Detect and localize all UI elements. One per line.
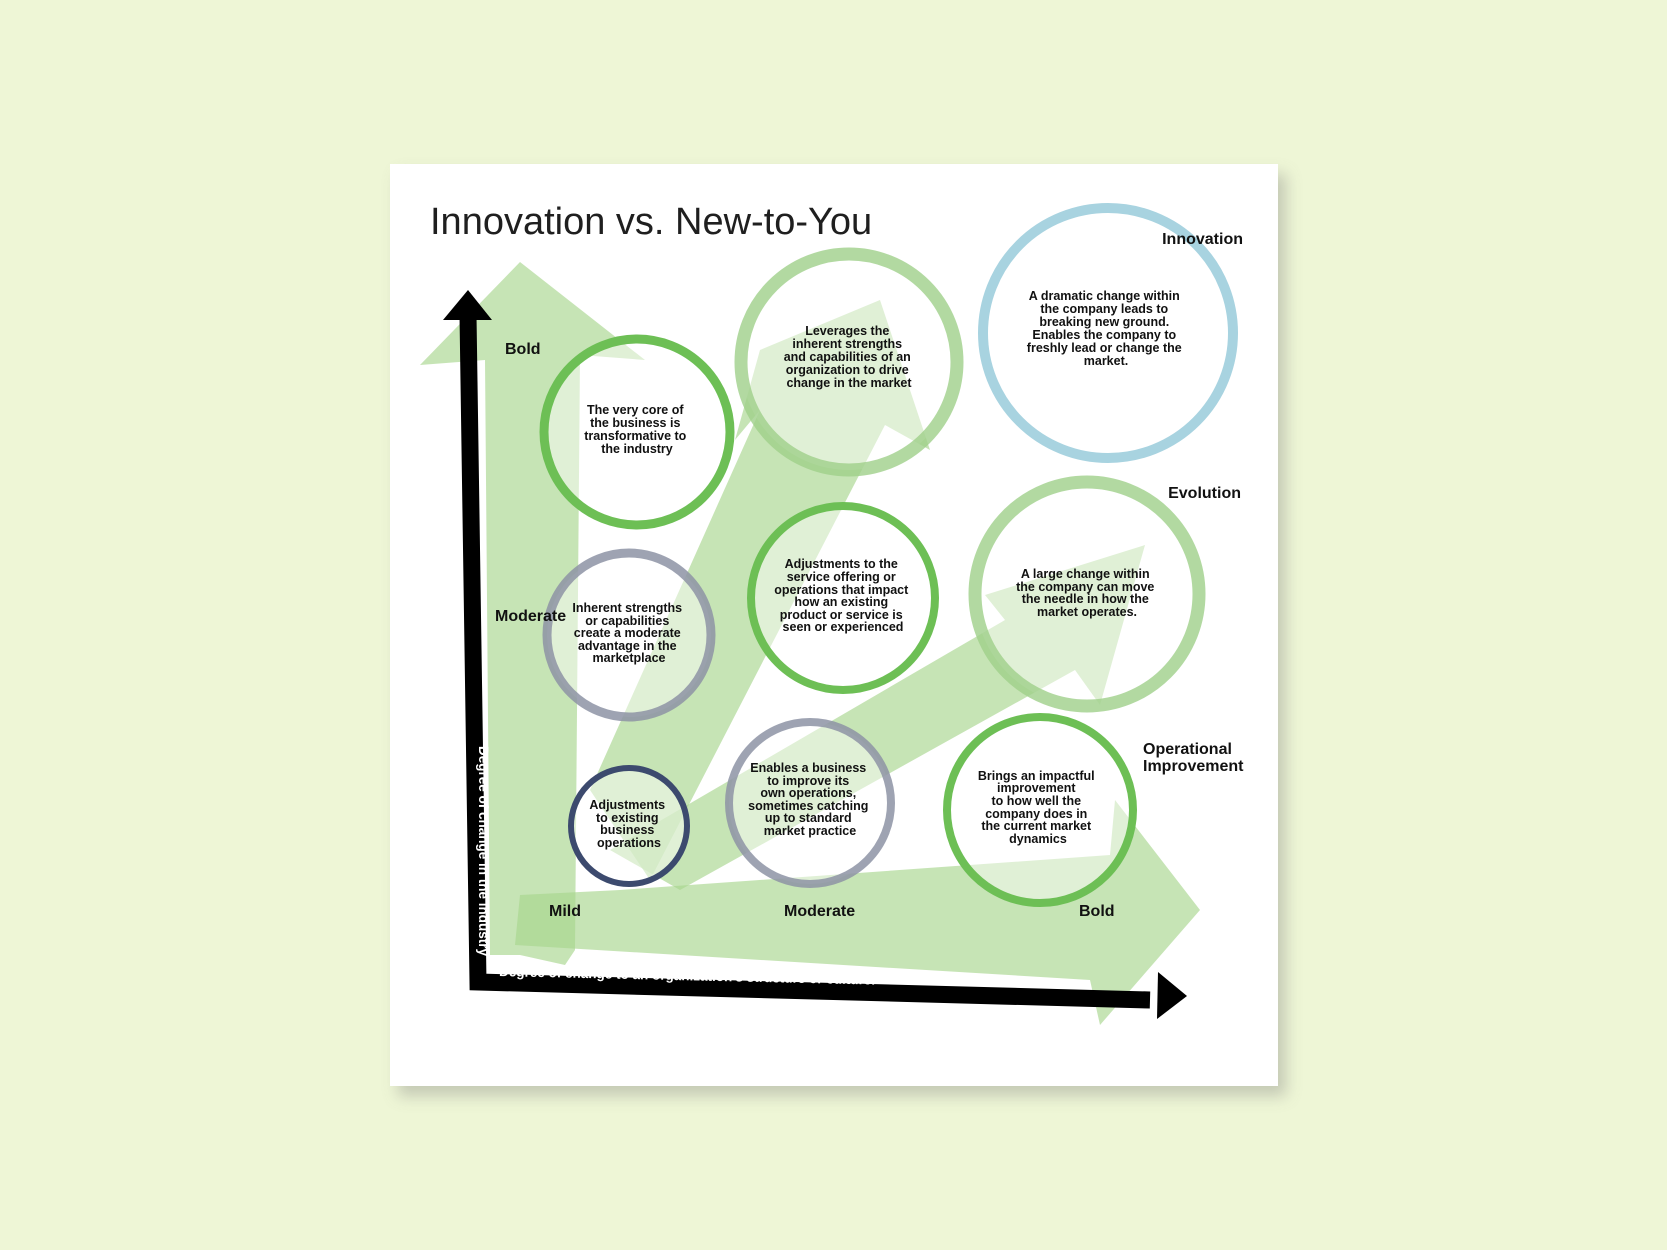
y-axis-arrowhead (443, 290, 492, 320)
category-innovation: Innovation (1162, 231, 1243, 248)
circle-mild-moderate (542, 548, 716, 722)
text-moderate-bold: Leverages the inherent strengths and cap… (784, 324, 915, 390)
text-bold-moderate: A large change within the company can mo… (1016, 567, 1158, 619)
text-moderate-moderate: Adjustments to the service offering or o… (774, 557, 912, 634)
circles (539, 203, 1238, 907)
category-operational-improvement: Operational Improvement (1143, 741, 1244, 775)
category-labels: Innovation Evolution Operational Improve… (1143, 231, 1244, 775)
text-bold-mild: Brings an impactful improvement to how w… (978, 769, 1098, 846)
text-mild-moderate: Inherent strengths or capabilities creat… (572, 601, 685, 665)
x-level-mild: Mild (549, 903, 581, 920)
circle-texts: The very core of the business is transfo… (572, 289, 1185, 850)
axes: Degree of change in the industry Degree … (443, 290, 1187, 1019)
page-title: Innovation vs. New-to-You (430, 201, 872, 243)
x-axis-arrowhead (1157, 972, 1187, 1019)
y-level-bold: Bold (505, 341, 541, 358)
circle-bold-bold (978, 203, 1238, 463)
arrow-diagonal-evolution (610, 545, 1145, 890)
background-arrows (420, 262, 1200, 1025)
arrow-horizontal (515, 800, 1200, 1025)
circle-moderate-mild (725, 718, 895, 888)
y-level-moderate: Moderate (495, 608, 566, 625)
arrow-vertical (420, 262, 645, 965)
circle-moderate-bold (734, 247, 964, 477)
arrow-diagonal-innovation (590, 300, 930, 880)
circle-mild-mild (568, 765, 690, 887)
x-level-bold: Bold (1079, 903, 1115, 920)
y-axis-line (459, 314, 1151, 1009)
x-level-moderate: Moderate (784, 903, 855, 920)
text-moderate-mild: Enables a business to improve its own op… (748, 761, 872, 838)
text-mild-mild: Adjustments to existing business operati… (589, 798, 668, 850)
level-labels: Bold Moderate Mild Moderate Bold (495, 341, 1115, 920)
category-evolution: Evolution (1168, 485, 1241, 502)
circle-bold-moderate (968, 475, 1206, 713)
text-mild-bold: The very core of the business is transfo… (584, 403, 690, 456)
circle-moderate-moderate (747, 502, 939, 694)
y-axis-label: Degree of change in the industry (476, 746, 491, 957)
circle-bold-mild (943, 713, 1137, 907)
text-bold-bold: A dramatic change within the company lea… (1027, 289, 1185, 368)
circle-mild-bold (539, 334, 735, 530)
